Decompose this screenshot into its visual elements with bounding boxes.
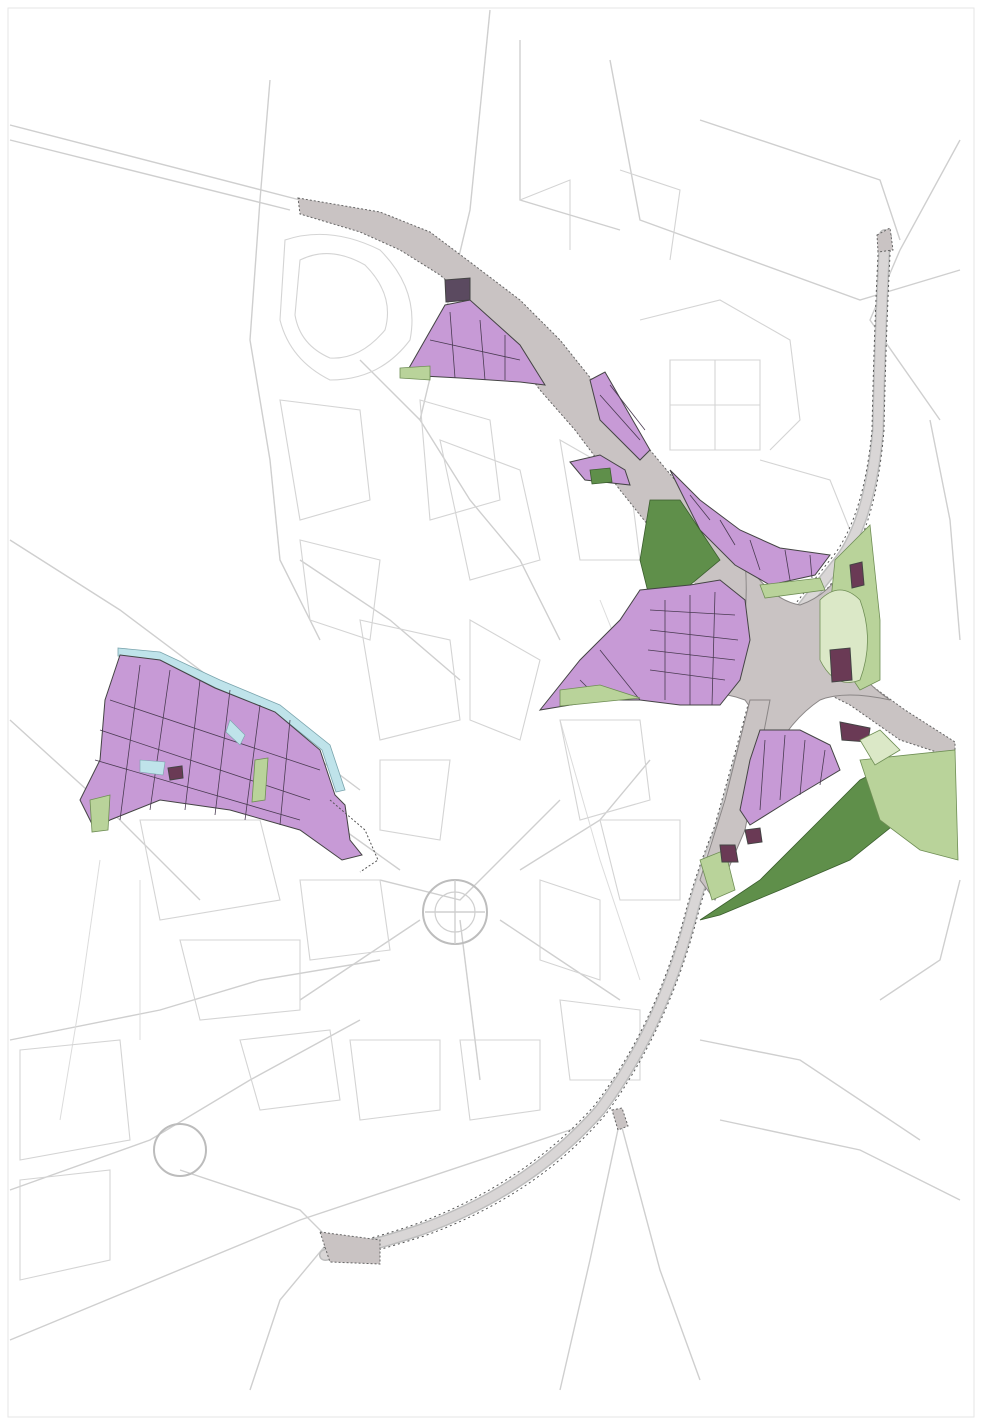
- residential-zone-north: [399, 277, 651, 486]
- residential-zone-east: [538, 579, 751, 711]
- map-border: [7, 7, 975, 1418]
- street-network: [9, 9, 961, 1391]
- green-space-belt: [699, 729, 959, 921]
- city-blocks: [19, 169, 851, 1281]
- roundabout-southwest: [153, 1123, 207, 1177]
- residential-zone-west: [79, 647, 379, 873]
- green-space-park: [639, 499, 881, 691]
- residential-zone-northeast: [669, 469, 831, 599]
- historic-center: [422, 879, 488, 945]
- residential-zone-southeast: [739, 721, 871, 826]
